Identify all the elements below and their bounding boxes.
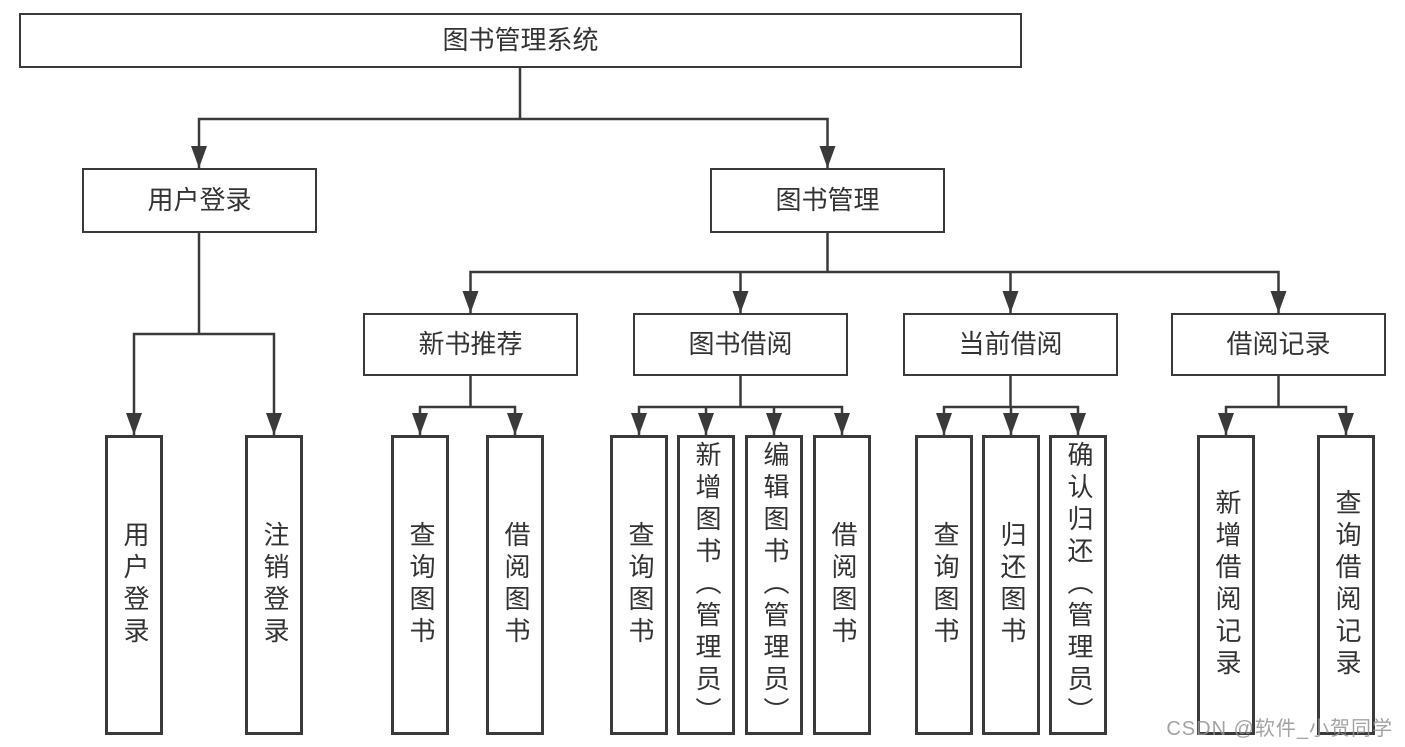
leaf-borrow-edit-books-admin: 编辑图书（管理员）: [745, 435, 803, 735]
leaf-records-query-record: 查询借阅记录: [1317, 435, 1375, 735]
node-new-book-recommend: 新书推荐: [363, 313, 578, 376]
node-book-borrow: 图书借阅: [633, 313, 848, 376]
leaf-records-add-record: 新增借阅记录: [1197, 435, 1255, 735]
node-root-system: 图书管理系统: [19, 13, 1022, 68]
leaf-recommend-query-books: 查询图书: [391, 435, 449, 735]
leaf-recommend-borrow-books: 借阅图书: [486, 435, 544, 735]
leaf-borrow-borrow-books: 借阅图书: [813, 435, 871, 735]
leaf-borrow-query-books: 查询图书: [610, 435, 668, 735]
node-borrow-records: 借阅记录: [1171, 313, 1386, 376]
node-book-management: 图书管理: [710, 168, 945, 233]
leaf-current-return-books: 归还图书: [982, 435, 1040, 735]
leaf-borrow-add-books-admin: 新增图书（管理员）: [677, 435, 735, 735]
leaf-logout: 注销登录: [245, 435, 303, 735]
arrowheads: [126, 146, 1354, 435]
node-user-login: 用户登录: [82, 168, 317, 233]
node-current-borrow: 当前借阅: [903, 313, 1118, 376]
watermark: CSDN @软件_小贺同学: [1166, 718, 1393, 740]
leaf-user-login: 用户登录: [105, 435, 163, 735]
leaf-current-query-books: 查询图书: [915, 435, 973, 735]
leaf-current-confirm-return-admin: 确认归还（管理员）: [1049, 435, 1107, 735]
